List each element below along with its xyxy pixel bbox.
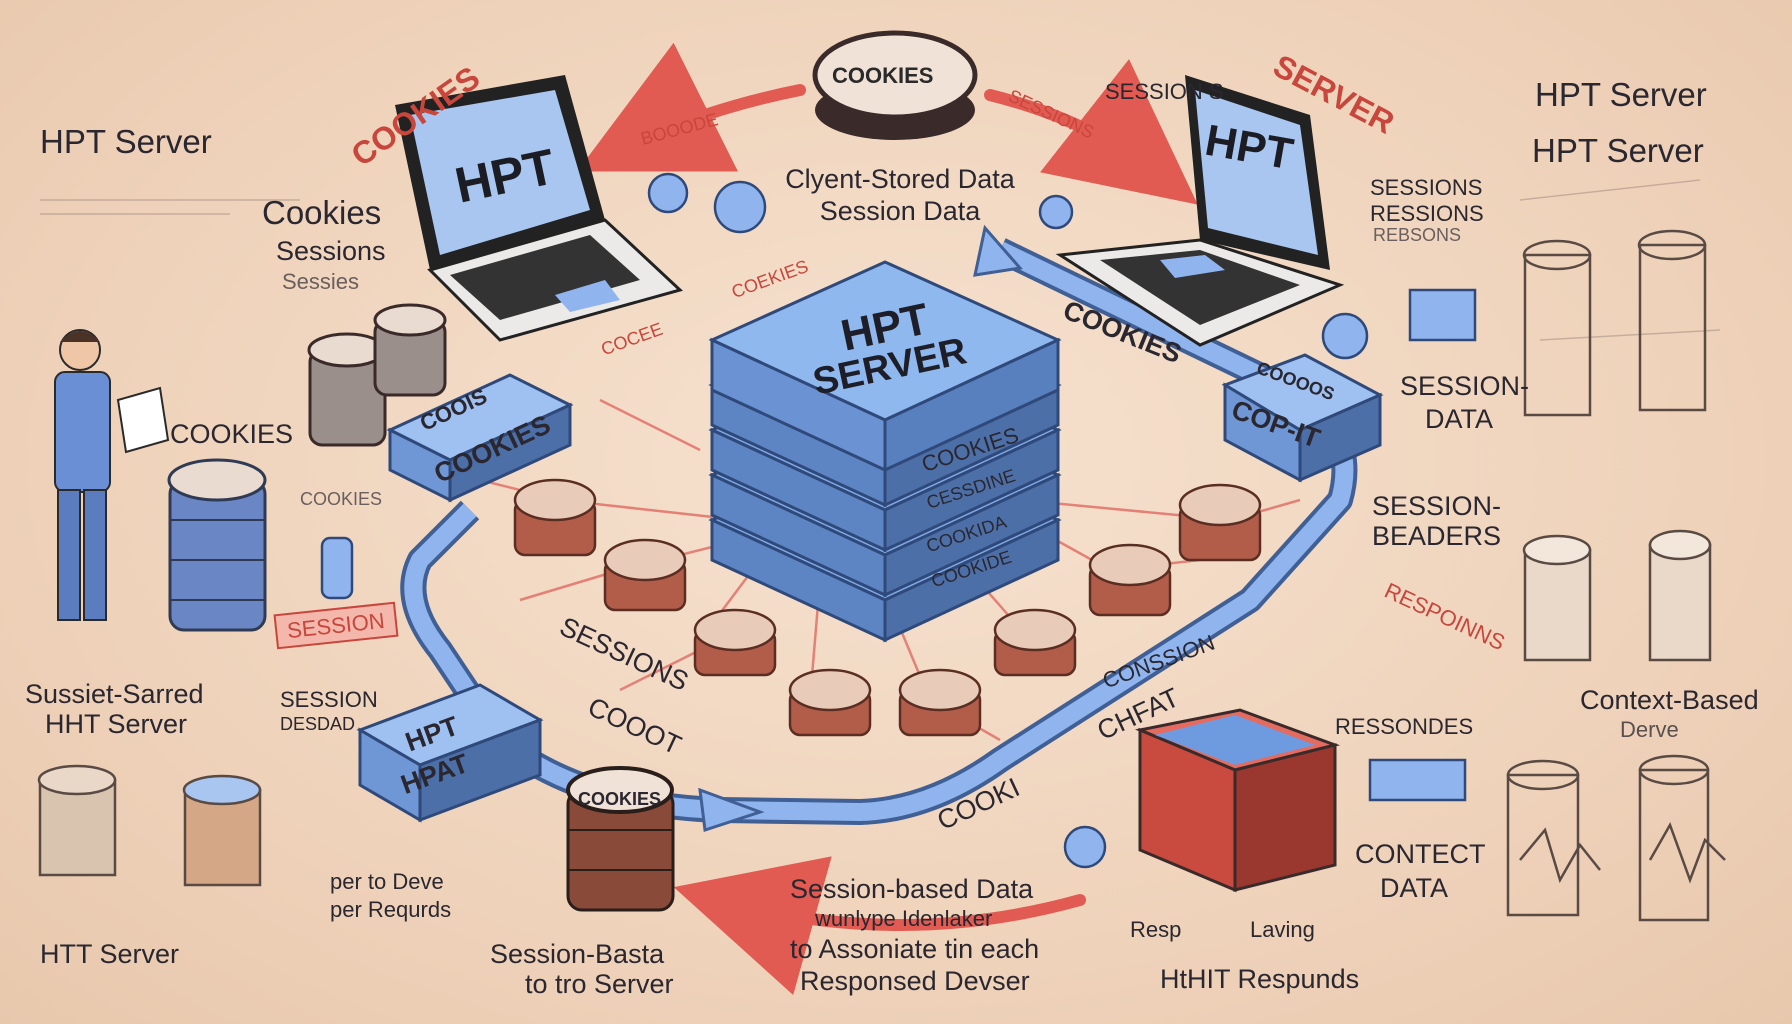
right-sessions-2: RESSIONS: [1370, 201, 1484, 226]
data-rack-icon: [1134, 708, 1341, 893]
laptop-icon-right: [1055, 75, 1345, 347]
cookie-badge-top: [812, 30, 978, 140]
session-based-3: to Assoniate tin each: [790, 934, 1040, 964]
cookie-stack-left: [167, 458, 267, 632]
session-headers-2: BEADERS: [1372, 521, 1502, 551]
right-sessions-3: REBSONS: [1373, 225, 1462, 245]
session-basta-1: Session-Basta: [490, 939, 665, 969]
left-cookie-small: COOKIES: [300, 489, 383, 509]
session-based-2: wunlype Idenlaker: [815, 906, 993, 931]
cookie-badge-label: COOKIES: [832, 63, 934, 88]
blue-box-right: [1221, 353, 1384, 483]
left-sessions: Sessions: [276, 236, 386, 266]
person-caption-2: HHT Server: [45, 709, 188, 739]
session-data-label-1: SESSION-: [1400, 371, 1530, 401]
sketch-lines: [40, 179, 1721, 341]
htht-responds: HtHIT Respunds: [1160, 964, 1360, 994]
session-s-tag: SESSION S: [1105, 79, 1224, 104]
left-bottom-caption: HTT Server: [40, 939, 180, 969]
responses-label: RESSONDES: [1335, 714, 1474, 739]
person-caption-1: Sussiet-Sarred: [25, 679, 204, 709]
context-based-2: Derve: [1620, 717, 1679, 742]
session-data-line: Session Data: [819, 196, 981, 226]
session-desdad-2: DESDAD: [280, 714, 356, 734]
client-stored-data: Clyent-Stored Data: [785, 164, 1015, 194]
database-icon-group: [37, 229, 1726, 922]
context-data-1: CONTECT: [1355, 839, 1486, 869]
blue-box-left: [386, 373, 574, 503]
blue-box-bottom-left: [356, 683, 544, 823]
left-sessions-faded: Sessies: [282, 269, 360, 294]
right-title-2: HPT Server: [1532, 132, 1704, 169]
laptop-icon-left: [395, 75, 683, 342]
person-icon: [54, 329, 170, 621]
resp-label: Resp: [1130, 917, 1182, 942]
coin-disks: [320, 172, 1477, 869]
blue-loop-arrow: [400, 224, 1358, 832]
red-arrows-top: [577, 42, 1198, 996]
bottom-cookie-stack-label: COOKIES: [578, 789, 662, 809]
cookie-stacks: [513, 478, 1262, 737]
left-cookies-heading: Cookies: [262, 194, 382, 231]
session-headers-1: SESSION-: [1372, 491, 1502, 521]
server-stack-icon: [708, 260, 1062, 643]
laving-label: Laving: [1250, 917, 1315, 942]
session-desdad-1: SESSION: [280, 687, 378, 712]
session-data-label-2: DATA: [1425, 404, 1494, 434]
session-based-4: Responsed Devser: [800, 966, 1030, 996]
per-line-1: per to Deve: [330, 869, 444, 894]
per-line-2: per Requrds: [330, 897, 452, 922]
left-title: HPT Server: [40, 123, 212, 160]
session-based-1: Session-based Data: [790, 874, 1034, 904]
context-based-1: Context-Based: [1580, 685, 1759, 715]
cookie-stack-bottom: [566, 766, 675, 912]
context-data-2: DATA: [1380, 873, 1449, 903]
left-cookies-caps: COOKIES: [170, 419, 294, 449]
cookie-stack-small: [307, 303, 447, 447]
right-sessions-1: SESSIONS: [1370, 175, 1483, 200]
right-title-1: HPT Server: [1535, 76, 1707, 113]
session-basta-2: to tro Server: [525, 969, 674, 999]
